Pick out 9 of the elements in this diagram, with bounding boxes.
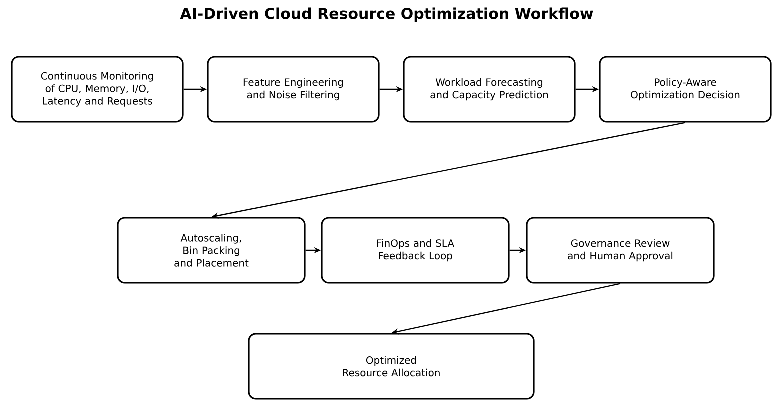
process-box: Workload Forecasting and Capacity Prediction (403, 56, 576, 123)
title: AI-Driven Cloud Resource Optimization Workflow (180, 8, 594, 22)
process-box: Policy-Aware Optimization Decision (599, 56, 772, 123)
process-box: Optimized Resource Allocation (248, 333, 535, 400)
process-box: Governance Review and Human Approval (526, 217, 715, 284)
process-box: FinOps and SLA Feedback Loop (321, 217, 510, 284)
process-box: Continuous Monitoring of CPU, Memory, I/O, Latency and Requests (11, 56, 184, 123)
process-box: Feature Engineering and Noise Filtering (207, 56, 380, 123)
process-box: Autoscaling, Bin Packing and Placement (117, 217, 306, 284)
